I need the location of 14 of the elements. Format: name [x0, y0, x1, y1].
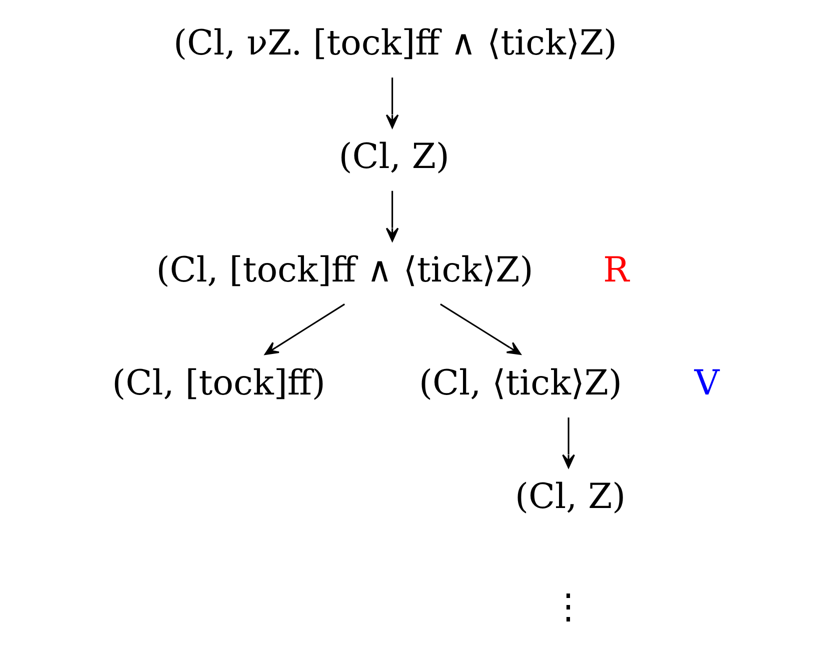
- node-text: (Cl, Z): [515, 476, 626, 517]
- arrow: [386, 78, 399, 128]
- arrow: [562, 417, 575, 468]
- arrow: [264, 304, 345, 355]
- node-label: R: [603, 250, 630, 290]
- node-text: (Cl, ⟨tick⟩Z): [419, 364, 622, 404]
- node-text: (Cl, [tock]ff): [112, 364, 326, 404]
- node-text: (Cl, νZ. [tock]ff ∧ ⟨tick⟩Z): [174, 24, 618, 64]
- arrow: [386, 190, 399, 242]
- label: ⋮: [551, 587, 586, 628]
- node-text: (Cl, Z): [338, 137, 450, 178]
- arrow: [440, 304, 522, 355]
- node-label: V: [694, 364, 720, 404]
- node-text: (Cl, [tock]ff ∧ ⟨tick⟩Z): [156, 250, 534, 290]
